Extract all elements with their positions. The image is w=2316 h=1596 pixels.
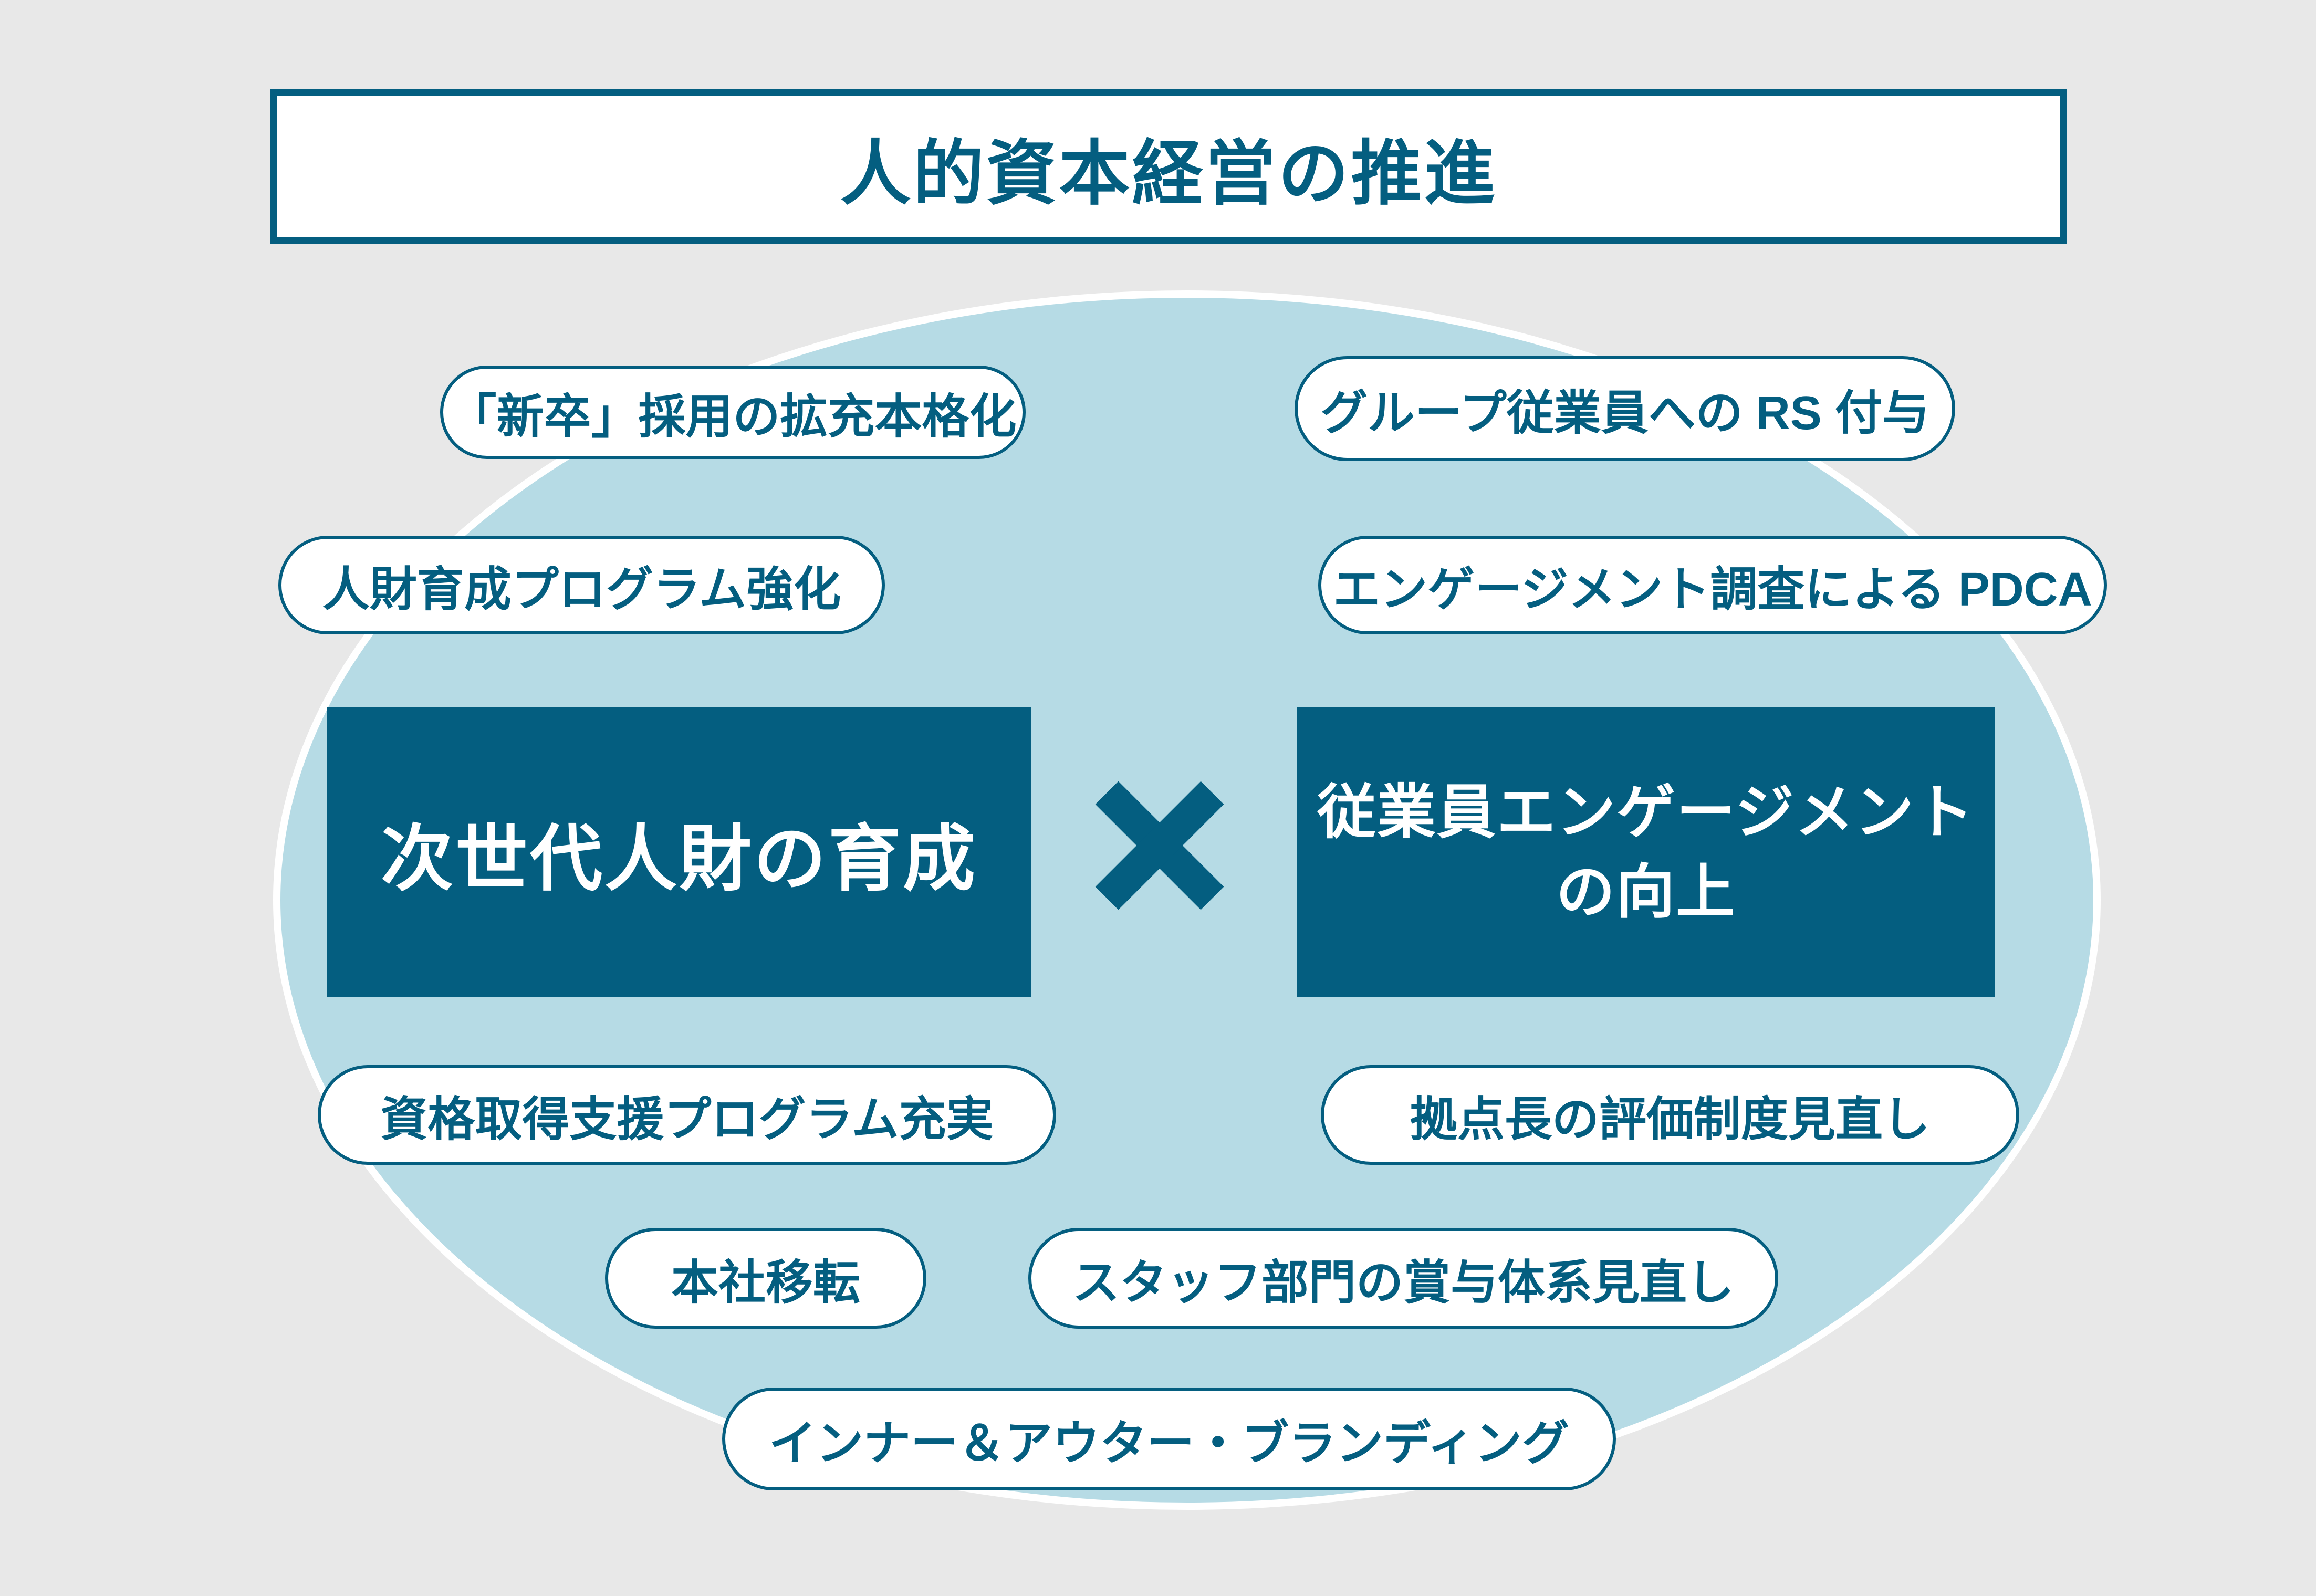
- core-box-next-gen-talent: 次世代人財の育成: [327, 707, 1031, 997]
- pill-training-program: 人財育成プログラム強化: [278, 536, 885, 634]
- pill-new-grad-hiring: 「新卒」採用の拡充本格化: [440, 366, 1026, 459]
- pill-label: 「新卒」採用の拡充本格化: [449, 391, 1017, 443]
- pill-inner-outer-branding: インナー＆アウター・ブランディング: [722, 1388, 1616, 1490]
- pill-hq-relocation: 本社移転: [605, 1228, 926, 1329]
- core-box-label-line1: 従業員エンゲージメント: [1317, 779, 1975, 846]
- pill-label: 本社移転: [671, 1257, 860, 1309]
- pill-certification-support: 資格取得支援プログラム充実: [318, 1065, 1056, 1165]
- pill-label: 資格取得支援プログラム充実: [380, 1093, 994, 1146]
- pill-staff-bonus-review: スタッフ部門の賞与体系見直し: [1028, 1228, 1778, 1329]
- core-box-label: 次世代人財の育成: [380, 818, 977, 900]
- core-box-employee-engagement: 従業員エンゲージメント の向上: [1297, 707, 1995, 997]
- pill-manager-evaluation: 拠点長の評価制度見直し: [1321, 1065, 2019, 1165]
- pill-label: エンゲージメント調査による PDCA: [1333, 564, 2092, 616]
- pill-rs-grant: グループ従業員への RS 付与: [1295, 356, 1955, 461]
- page-title: 人的資本経営の推進: [840, 133, 1497, 213]
- multiply-icon: [1085, 771, 1234, 920]
- title-box: 人的資本経営の推進: [270, 89, 2067, 244]
- pill-engagement-pdca: エンゲージメント調査による PDCA: [1318, 536, 2107, 634]
- pill-label: スタッフ部門の賞与体系見直し: [1072, 1257, 1734, 1309]
- pill-label: 拠点長の評価制度見直し: [1410, 1093, 1930, 1146]
- pill-label: 人財育成プログラム強化: [322, 564, 841, 616]
- core-box-label-line2: の向上: [1556, 859, 1736, 925]
- pill-label: インナー＆アウター・ブランディング: [769, 1417, 1569, 1470]
- pill-label: グループ従業員への RS 付与: [1320, 387, 1929, 440]
